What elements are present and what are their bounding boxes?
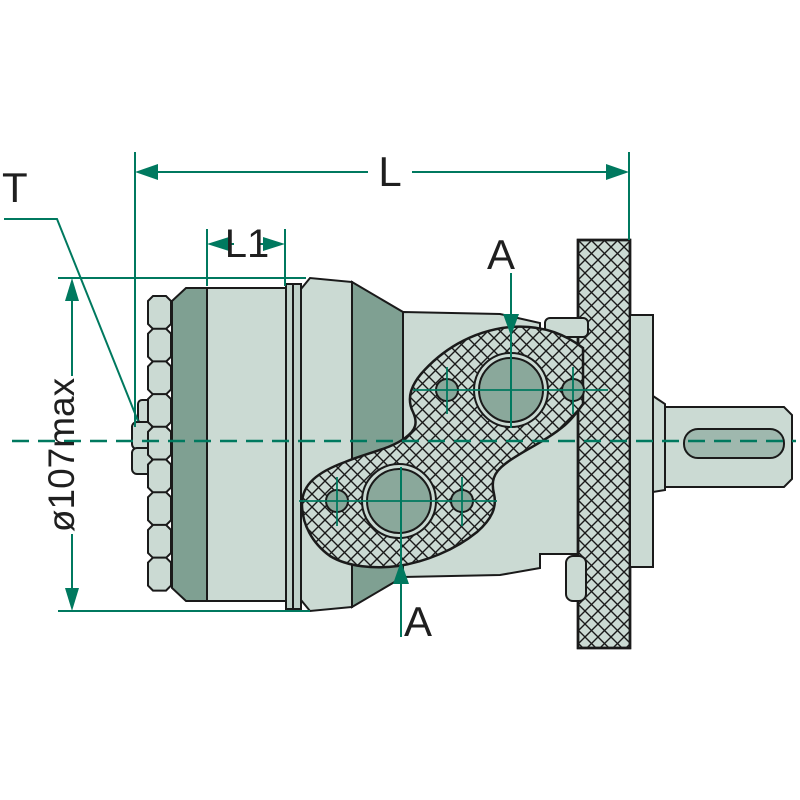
section-marker-bottom — [393, 467, 409, 637]
arrow-up-icon — [65, 278, 79, 301]
dimensions — [4, 152, 630, 637]
rear-cover-bolts — [147, 295, 172, 592]
arrow-down-icon — [65, 588, 79, 611]
shaft-step — [652, 394, 666, 494]
arrow-left-icon — [207, 237, 229, 251]
spigot-tab-bottom — [565, 555, 587, 602]
dimension-L1 — [206, 229, 286, 286]
section-marker-top — [503, 273, 519, 428]
gerotor-housing — [206, 287, 287, 602]
arrow-down-icon — [503, 314, 519, 336]
label-diameter: ø107max — [41, 377, 82, 532]
label-L: L — [378, 148, 401, 195]
dimension-L — [134, 152, 630, 427]
arrow-left-icon — [135, 164, 158, 180]
arrow-right-icon — [606, 164, 629, 180]
label-A-bottom: A — [404, 598, 432, 645]
label-A-top: A — [487, 231, 515, 278]
dimension-diameter — [58, 277, 310, 612]
arrow-right-icon — [263, 237, 285, 251]
label-L1: L1 — [225, 222, 270, 266]
arrow-up-icon — [393, 561, 409, 584]
leader-T — [4, 218, 139, 422]
keyway-slot — [683, 428, 785, 459]
label-T: T — [2, 164, 28, 211]
rear-end-cap — [171, 287, 208, 602]
